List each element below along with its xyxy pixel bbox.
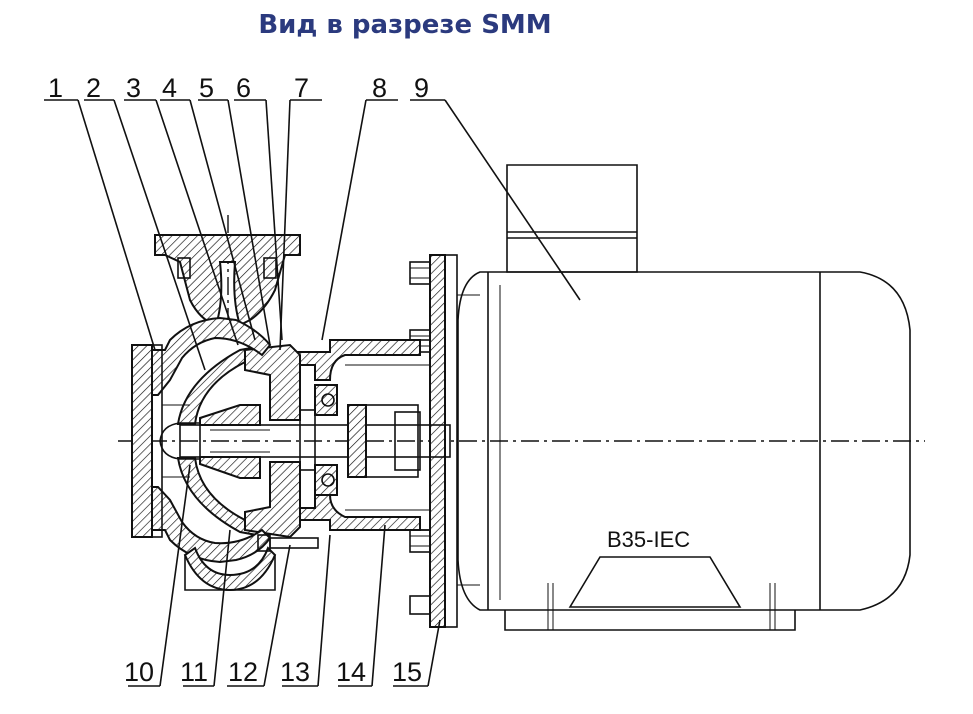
callout-leaders-top — [44, 99, 581, 371]
callout-13: 13 — [280, 657, 310, 687]
volute-casing — [131, 234, 319, 592]
page-title: Вид в разрезе SMM — [258, 10, 552, 40]
shaft-assembly — [179, 384, 451, 496]
callout-8: 8 — [372, 73, 387, 103]
lantern-adapter — [297, 339, 430, 531]
callout-14: 14 — [336, 657, 366, 687]
seal-cover — [244, 343, 301, 539]
callout-3: 3 — [126, 73, 141, 103]
callout-numbers: 1 2 3 4 5 6 7 8 9 10 11 12 13 14 15 — [48, 73, 429, 687]
callout-9: 9 — [414, 73, 429, 103]
motor-mounting-label: B35-IEC — [607, 527, 690, 552]
callout-11: 11 — [180, 657, 208, 687]
callout-4: 4 — [162, 73, 177, 103]
callout-leaders-bottom — [128, 464, 441, 687]
callout-15: 15 — [392, 657, 422, 687]
callout-1: 1 — [48, 73, 63, 103]
electric-motor — [457, 164, 911, 631]
callout-5: 5 — [199, 73, 214, 103]
callout-2: 2 — [86, 73, 101, 103]
callout-6: 6 — [236, 73, 251, 103]
callout-12: 12 — [228, 657, 258, 687]
callout-7: 7 — [294, 73, 309, 103]
callout-10: 10 — [124, 657, 154, 687]
